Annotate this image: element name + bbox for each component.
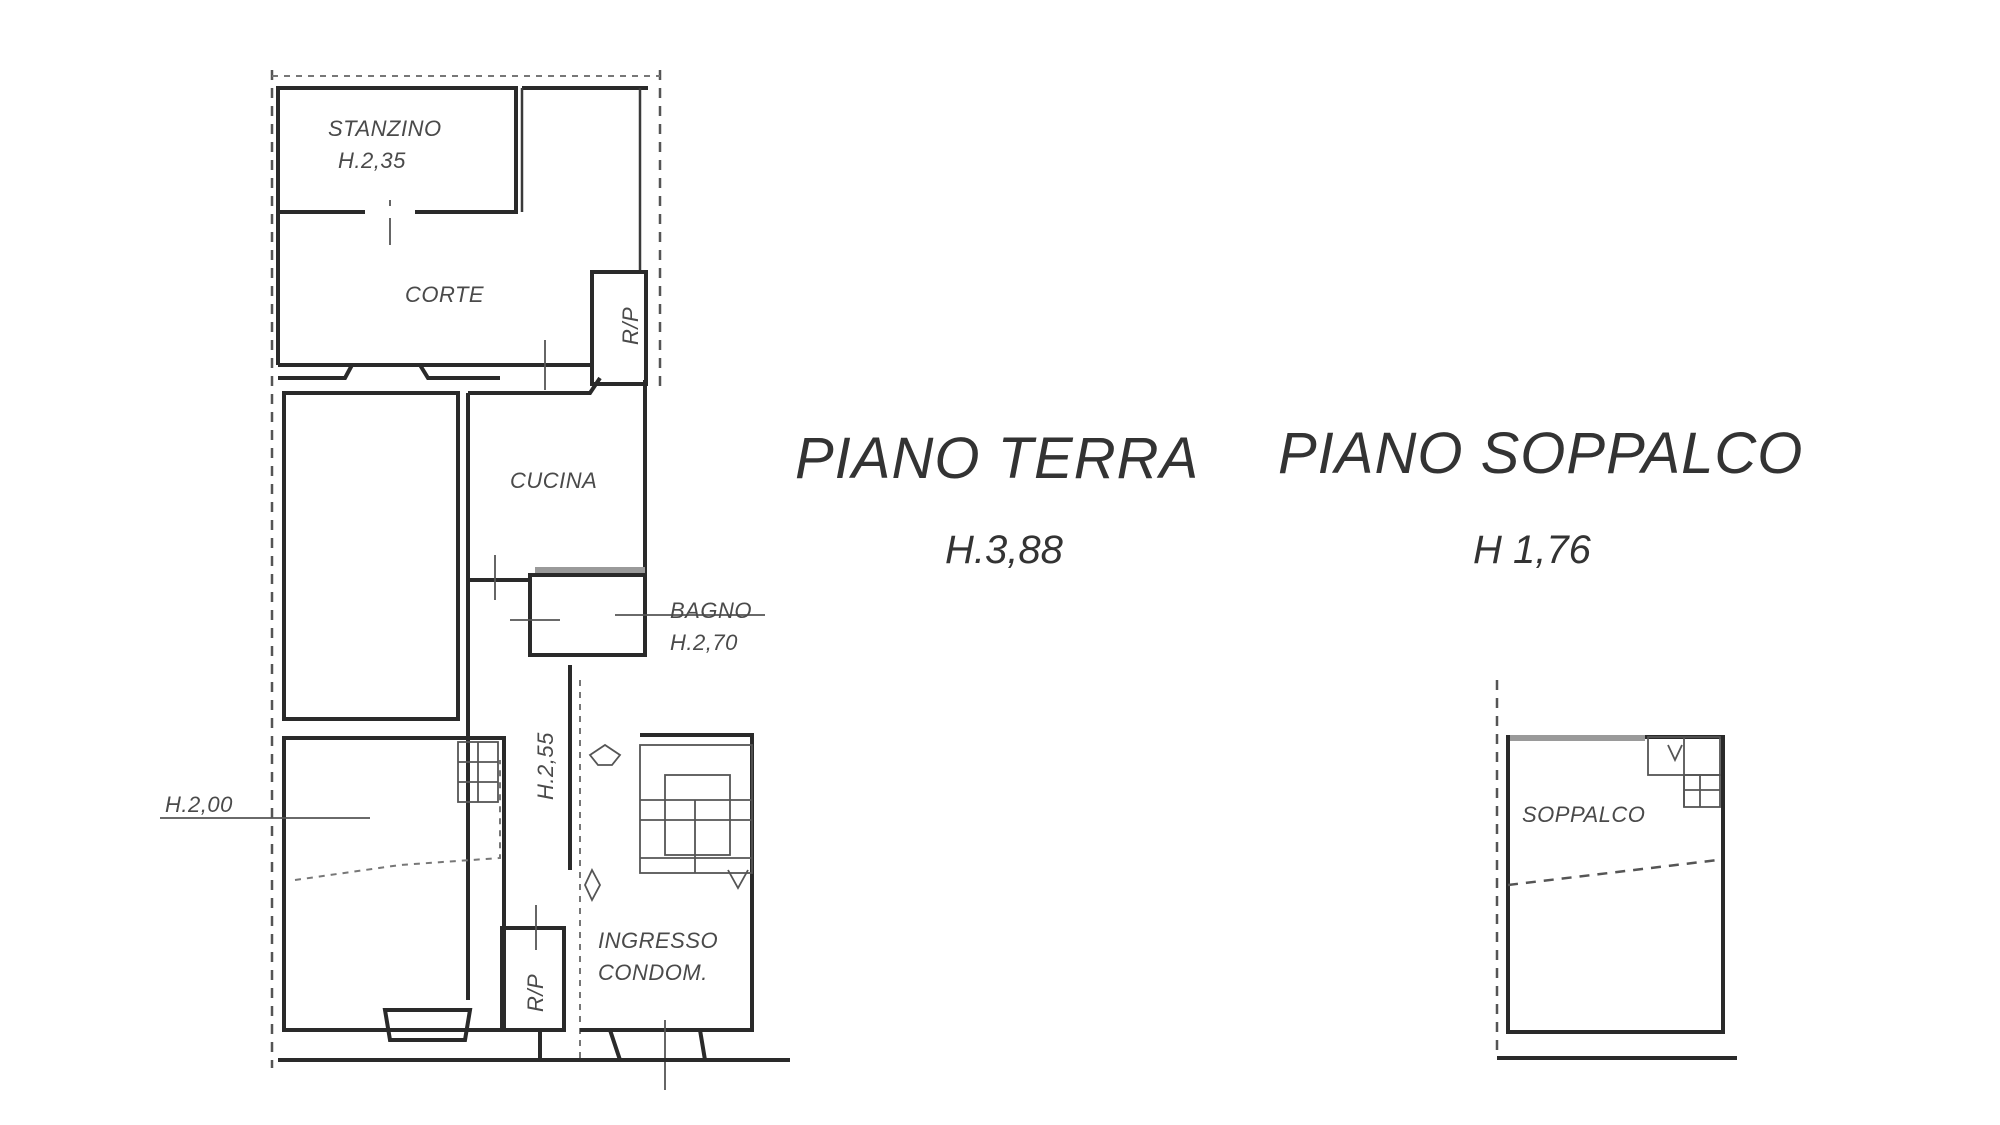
- piano-soppalco-title: PIANO SOPPALCO: [1278, 421, 1803, 486]
- corte-label: CORTE: [405, 282, 484, 307]
- common-staircase: [639, 744, 753, 890]
- small-staircase: [457, 741, 499, 803]
- soppalco-room: [1506, 735, 1725, 1034]
- cucina-label: CUCINA: [510, 468, 597, 493]
- rp-top-label: R/P: [618, 307, 643, 345]
- piano-terra-title: PIANO TERRA: [795, 426, 1199, 491]
- soppalco-label: SOPPALCO: [1522, 802, 1645, 827]
- bottom-window-notch: [382, 1008, 473, 1042]
- hall-height-label: H.2,55: [533, 732, 558, 800]
- base-notches: [538, 1029, 707, 1061]
- mezz-staircase: [1647, 736, 1721, 808]
- rp-top-closet: [590, 270, 648, 386]
- ingresso-label: INGRESSO: [598, 928, 718, 953]
- window-notches-top: [278, 363, 500, 380]
- left-bedroom-room: [282, 391, 460, 721]
- piano-soppalco-height: H 1,76: [1473, 528, 1592, 572]
- cucina-walls: [466, 376, 602, 640]
- lower-room-height-label: H.2,00: [165, 792, 233, 817]
- ground-floor-plan: [160, 70, 790, 1090]
- bagno-height: H.2,70: [670, 630, 738, 655]
- mezzanine-plan: [1495, 680, 1737, 1060]
- stanzino-label: STANZINO: [328, 116, 442, 141]
- entry-arrow-icon: [588, 743, 622, 766]
- soppalco-projection-dash: [294, 760, 501, 881]
- stanzino-door-gap: [365, 206, 415, 218]
- lower-left-room: [282, 736, 506, 1032]
- ingresso-walls: [580, 733, 754, 1032]
- rp-bottom-closet: [500, 926, 566, 1032]
- piano-terra-height: H.3,88: [945, 528, 1064, 572]
- rp-bottom-label: R/P: [523, 974, 548, 1012]
- stanzino-height: H.2,35: [338, 148, 406, 173]
- entry-arrow-icon-2: [584, 867, 602, 903]
- soppalco-edge-dash: [1507, 858, 1719, 887]
- bagno-label: BAGNO: [670, 598, 752, 623]
- condom-label: CONDOM.: [598, 960, 708, 985]
